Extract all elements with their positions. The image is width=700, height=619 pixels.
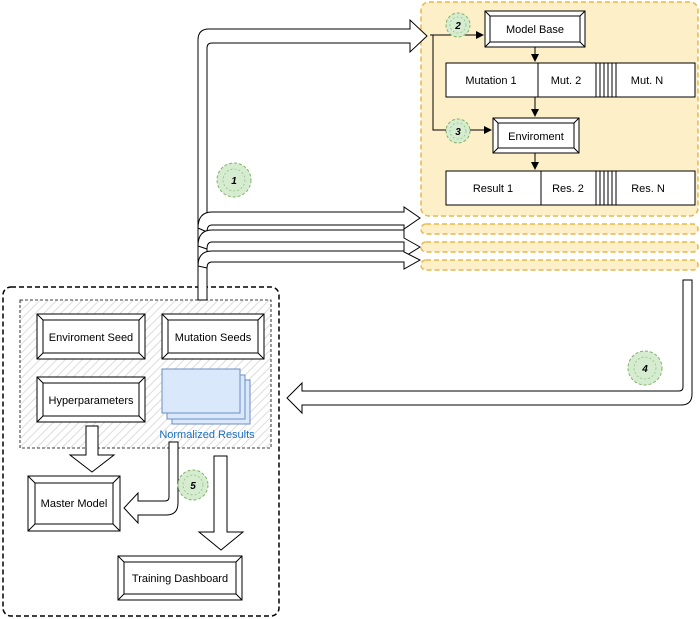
- step-badge-1: 1: [216, 162, 252, 198]
- master-model-label: Master Model: [41, 498, 108, 510]
- hyperparameters-box: Hyperparameters: [36, 376, 146, 423]
- master-model-box: Master Model: [27, 475, 121, 532]
- training-dashboard-label: Training Dashboard: [132, 573, 228, 585]
- mutation-seeds-box: Mutation Seeds: [161, 313, 265, 360]
- svg-text:3: 3: [455, 127, 461, 138]
- mutation-n-label: Mut. N: [631, 75, 663, 87]
- normalized-results-stack: Normalized Results: [159, 368, 255, 441]
- svg-text:5: 5: [190, 481, 196, 492]
- svg-text:4: 4: [641, 364, 648, 375]
- mutation-2-label: Mut. 2: [551, 75, 582, 87]
- mutation-strip: Mutation 1 Mut. 2 Mut. N: [445, 62, 696, 98]
- svg-text:2: 2: [454, 21, 461, 32]
- environment-box: Enviroment: [492, 117, 580, 154]
- hyper-to-master-arrow: [68, 425, 116, 473]
- model-base-label: Model Base: [506, 24, 564, 36]
- cluster-connectors: [430, 31, 539, 170]
- collapsed-cluster-1: [420, 223, 699, 235]
- result-n-label: Res. N: [631, 183, 665, 195]
- worker-cluster-container: [420, 1, 699, 217]
- step-badge-3: 3: [445, 118, 471, 144]
- collapsed-cluster-3: [420, 259, 699, 271]
- result-strip: Result 1 Res. 2 Res. N: [445, 170, 696, 206]
- model-base-box: Model Base: [484, 10, 586, 48]
- dispatch-arrow-branch-2: [197, 229, 421, 258]
- dispatch-arrow-branch-1: [197, 206, 421, 233]
- normalized-results-label: Normalized Results: [159, 429, 255, 441]
- result-1-label: Result 1: [473, 183, 513, 195]
- environment-label: Enviroment: [508, 131, 564, 143]
- mutation-seeds-label: Mutation Seeds: [175, 332, 252, 344]
- results-to-dashboard-arrow: [197, 455, 245, 551]
- results-to-master-arrow: [123, 441, 179, 525]
- mutation-1-label: Mutation 1: [465, 75, 516, 87]
- collapsed-cluster-2: [420, 241, 699, 253]
- svg-text:1: 1: [231, 176, 237, 187]
- return-arrow: [286, 279, 693, 415]
- step-badge-5: 5: [177, 469, 209, 501]
- hyperparameters-label: Hyperparameters: [49, 395, 134, 407]
- dispatch-arrow-branch-3: [197, 250, 422, 270]
- dispatch-arrow-main: [197, 18, 428, 301]
- step-badge-4: 4: [627, 350, 663, 386]
- environment-seed-box: Enviroment Seed: [36, 313, 146, 360]
- training-dashboard-box: Training Dashboard: [117, 555, 243, 601]
- environment-seed-label: Enviroment Seed: [49, 332, 133, 344]
- result-2-label: Res. 2: [552, 183, 584, 195]
- step-badge-2: 2: [445, 12, 471, 38]
- flow-arrows: [68, 18, 693, 551]
- master-container: [2, 286, 280, 617]
